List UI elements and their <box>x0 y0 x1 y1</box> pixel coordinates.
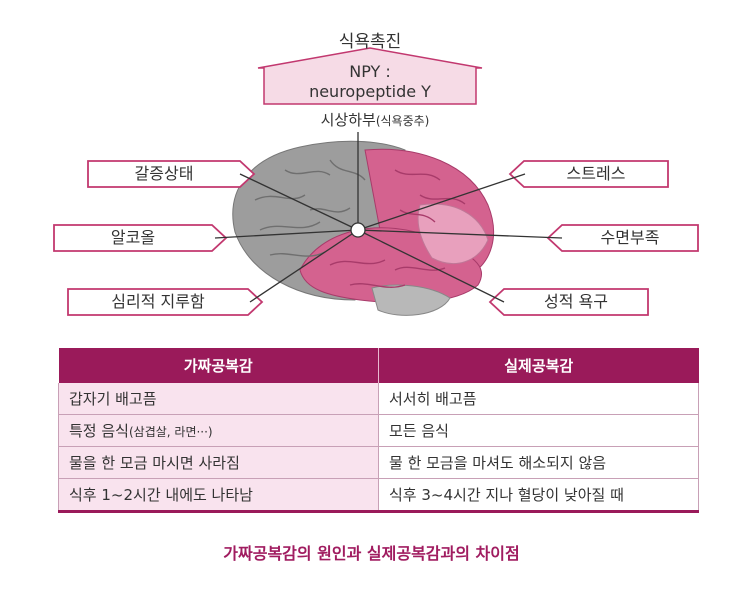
label-boredom: 심리적 지루함 <box>111 292 205 311</box>
box-alcohol <box>53 224 228 252</box>
label-thirst: 갈증상태 <box>134 164 194 183</box>
fake-cell: 특정 음식(삼겹살, 라면···) <box>58 414 379 447</box>
fake-text: 물을 한 모금 마시면 사라짐 <box>69 454 240 472</box>
npy-arrow-label: NPY : neuropeptide Y <box>268 62 472 102</box>
appetite-stimulation-title: 식욕촉진 <box>338 32 402 52</box>
figure-caption: 가짜공복감의 원인과 실제공복감과의 차이점 <box>223 544 520 563</box>
real-cell: 물 한 모금을 마셔도 해소되지 않음 <box>378 446 699 479</box>
label-stress: 스트레스 <box>566 164 626 183</box>
real-cell: 서서히 배고픔 <box>378 383 699 415</box>
npy-line2: neuropeptide Y <box>309 82 431 101</box>
hypothalamus-sub: (식욕중추) <box>375 114 430 128</box>
box-desire <box>488 288 649 316</box>
brain-illustration <box>232 140 495 316</box>
box-boredom <box>67 288 264 316</box>
hypothalamus-dot <box>350 222 366 238</box>
table-row: 물을 한 모금 마시면 사라짐 물 한 모금을 마셔도 해소되지 않음 <box>58 446 699 479</box>
fake-text: 특정 음식 <box>69 422 129 440</box>
fake-cell: 물을 한 모금 마시면 사라짐 <box>58 446 379 479</box>
box-thirst <box>87 160 256 188</box>
brain-diagram <box>53 47 699 316</box>
real-cell: 식후 3~4시간 지나 혈당이 낮아질 때 <box>378 478 699 513</box>
table-row: 특정 음식(삼겹살, 라면···) 모든 음식 <box>58 414 699 447</box>
right-label-boxes <box>488 160 699 316</box>
comparison-table: 가짜공복감 실제공복감 갑자기 배고픔 서서히 배고픔 특정 음식(삼겹살, 라… <box>58 348 699 513</box>
label-sexual-desire: 성적 욕구 <box>544 292 608 311</box>
table-row: 갑자기 배고픔 서서히 배고픔 <box>58 383 699 415</box>
fake-note: (삼겹살, 라면···) <box>128 425 213 439</box>
hypothalamus-text: 시상하부 <box>320 111 376 129</box>
box-sleep <box>546 224 699 252</box>
fake-cell: 갑자기 배고픔 <box>58 383 379 415</box>
real-cell: 모든 음식 <box>378 414 699 447</box>
left-label-boxes <box>53 160 264 316</box>
table-header-row: 가짜공복감 실제공복감 <box>58 348 699 383</box>
fake-cell: 식후 1~2시간 내에도 나타남 <box>58 478 379 513</box>
connector-lines <box>214 132 563 303</box>
table-row: 식후 1~2시간 내에도 나타남 식후 3~4시간 지나 혈당이 낮아질 때 <box>58 478 699 513</box>
label-sleep-deprivation: 수면부족 <box>600 228 660 247</box>
fake-text: 식후 1~2시간 내에도 나타남 <box>69 486 253 504</box>
npy-arrow-shape <box>257 47 483 105</box>
box-stress <box>508 160 669 188</box>
npy-line1: NPY : <box>349 62 391 81</box>
header-fake-hunger: 가짜공복감 <box>58 348 379 383</box>
fake-text: 갑자기 배고픔 <box>69 390 157 408</box>
hypothalamus-label: 시상하부(식욕중추) <box>255 109 495 130</box>
header-real-hunger: 실제공복감 <box>378 348 699 383</box>
label-alcohol: 알코올 <box>110 228 156 247</box>
